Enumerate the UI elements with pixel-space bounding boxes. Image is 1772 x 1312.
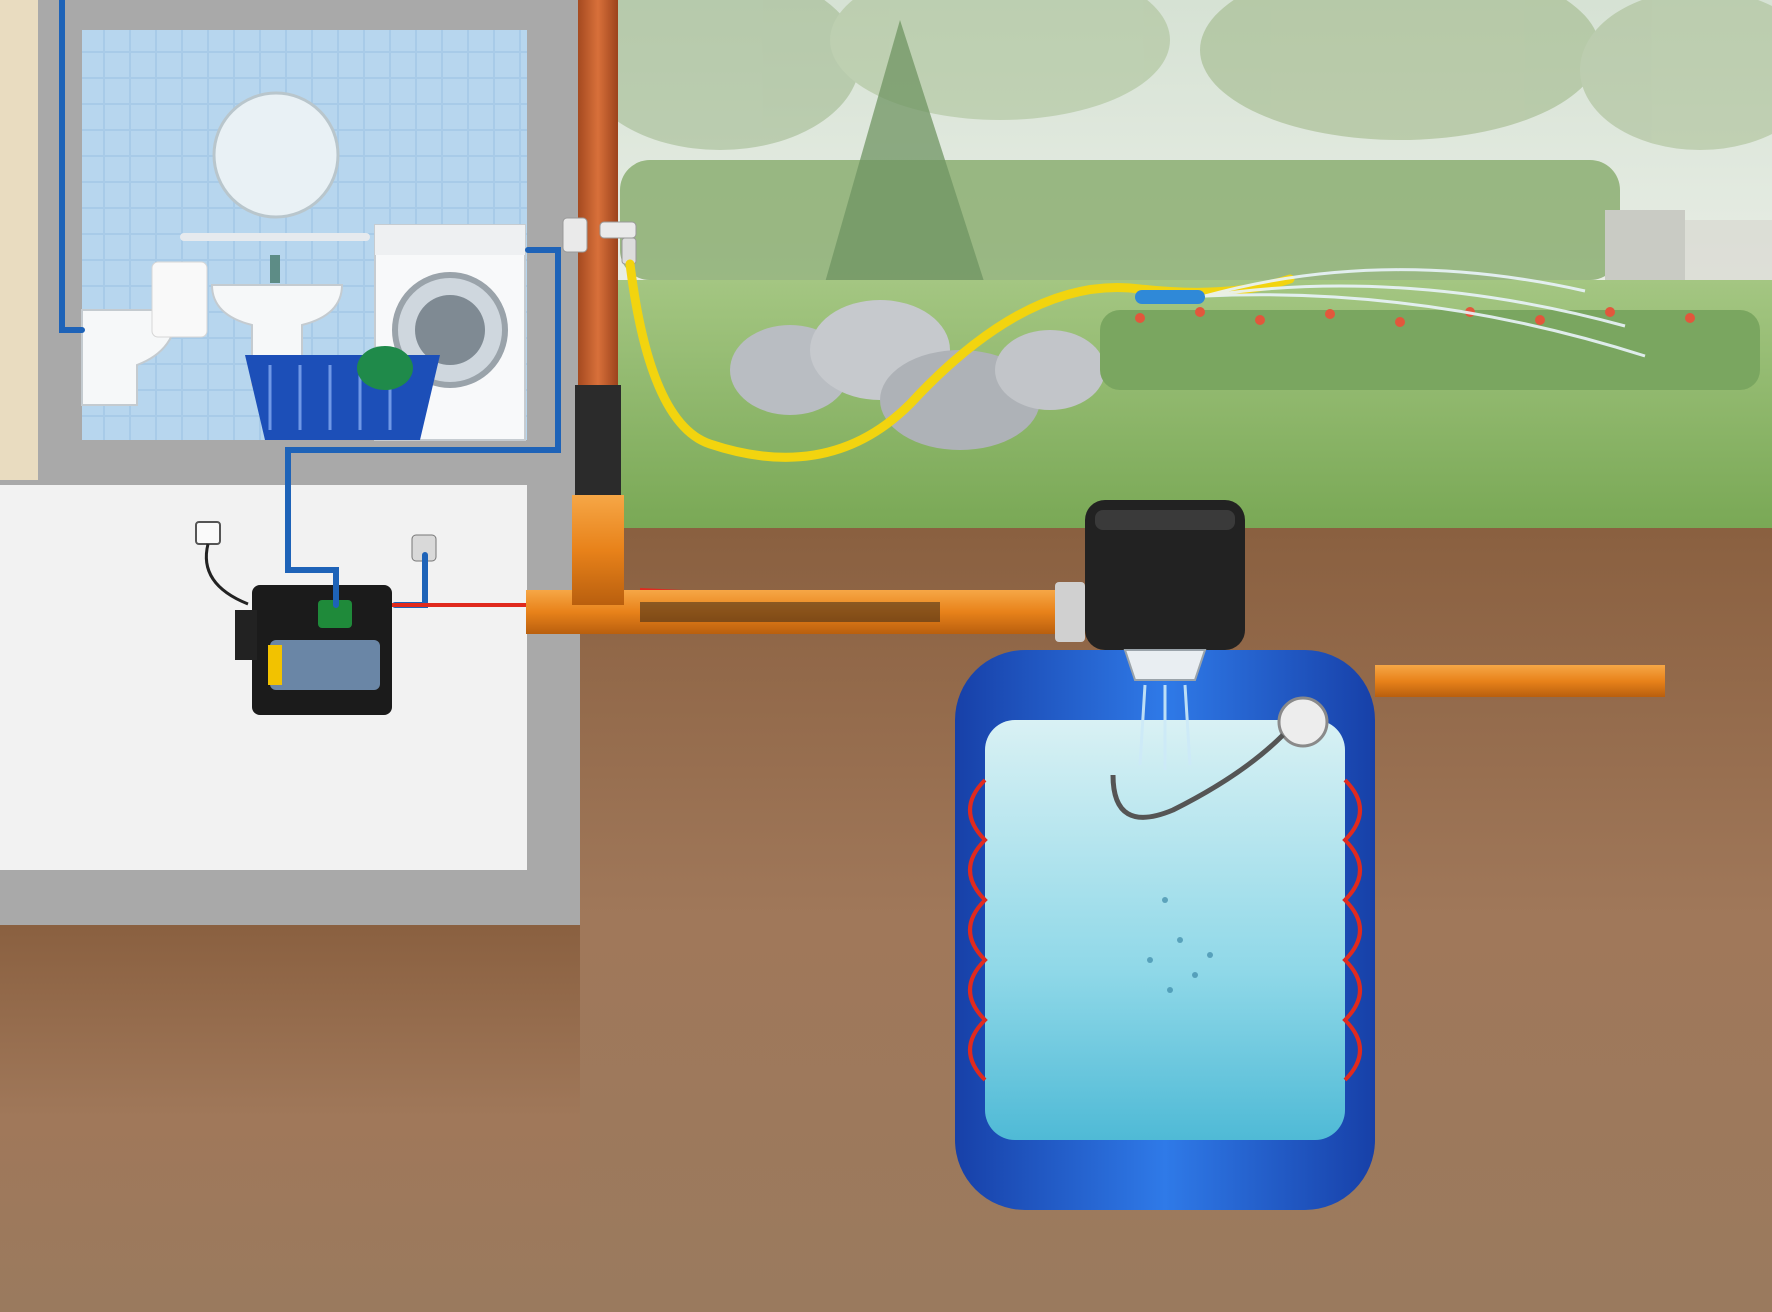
tank-icon xyxy=(955,650,1375,1210)
spray-nozzle xyxy=(1135,290,1205,304)
spray-icon xyxy=(1204,268,1646,358)
tap-icon xyxy=(270,255,280,283)
basket-icon xyxy=(245,346,440,440)
shelf xyxy=(180,233,370,241)
house-exterior-wall xyxy=(0,0,38,480)
float-icon xyxy=(1110,696,1329,820)
inlet-pipe xyxy=(526,582,1101,642)
power-cable xyxy=(204,543,249,606)
air-bubbles xyxy=(1147,897,1213,993)
flower-bed xyxy=(1100,307,1760,390)
downpipe xyxy=(572,0,624,605)
mirror-icon xyxy=(212,91,340,219)
overflow-pipe xyxy=(1375,665,1665,697)
background-trees xyxy=(580,0,1772,150)
tank-ribs-right xyxy=(1342,778,1362,1082)
pump-icon xyxy=(235,585,392,715)
tank-water xyxy=(985,720,1345,1140)
tap-icon xyxy=(562,217,637,265)
tank-ribs-left xyxy=(968,778,988,1082)
hedge xyxy=(620,160,1620,280)
socket-icon xyxy=(195,521,221,545)
soil-below-house xyxy=(0,925,580,1312)
filter-icon xyxy=(1085,500,1245,770)
conifer-tree xyxy=(820,20,990,300)
towel-icon xyxy=(151,261,208,338)
rockery xyxy=(730,300,1105,450)
